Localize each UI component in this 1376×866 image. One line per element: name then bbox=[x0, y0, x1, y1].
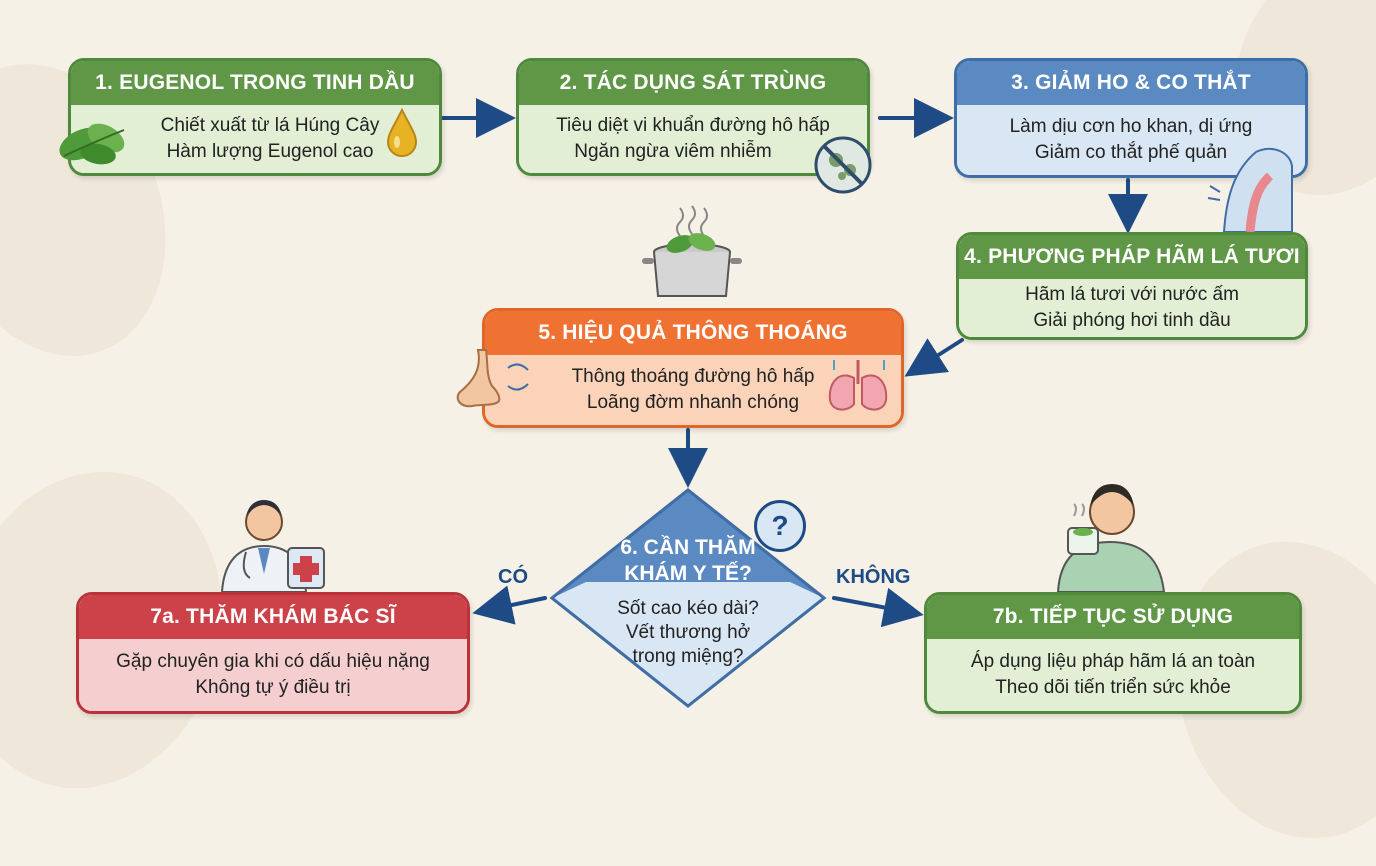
step-7a-line-2: Không tự ý điều trị bbox=[195, 677, 351, 698]
oil-drop-icon bbox=[386, 108, 418, 157]
step-4-title: 4. PHƯƠNG PHÁP HÃM LÁ TƯƠI bbox=[959, 235, 1305, 279]
step-7a-line-1: Gặp chuyên gia khi có dấu hiệu nặng bbox=[116, 651, 430, 672]
branch-yes-label: CÓ bbox=[498, 566, 528, 588]
step-7a-title: 7a. THĂM KHÁM BÁC SĨ bbox=[79, 595, 467, 639]
step-5-line-2: Loãng đờm nhanh chóng bbox=[586, 392, 800, 413]
step-2-box: 2. TÁC DỤNG SÁT TRÙNG Tiêu diệt vi khuẩn… bbox=[516, 58, 870, 176]
step-1-line-2: Hàm lượng Eugenol cao bbox=[166, 141, 374, 162]
step-5-line-1: Thông thoáng đường hô hấp bbox=[571, 366, 815, 387]
step-7a-box: 7a. THĂM KHÁM BÁC SĨ Gặp chuyên gia khi … bbox=[76, 592, 470, 714]
lungs-icon bbox=[828, 360, 888, 411]
step-1-line-1: Chiết xuất từ lá Húng Cây bbox=[160, 115, 380, 136]
branch-no-label: KHÔNG bbox=[836, 566, 911, 588]
step-2-line-2: Ngăn ngừa viêm nhiễm bbox=[574, 141, 772, 162]
step-3-title: 3. GIẢM HO & CO THẮT bbox=[957, 61, 1305, 105]
step-7b-box: 7b. TIẾP TỤC SỬ DỤNG Áp dụng liệu pháp h… bbox=[924, 592, 1302, 714]
nose-icon bbox=[456, 349, 529, 408]
arrow-6-to-7b bbox=[832, 587, 924, 628]
question-mark: ? bbox=[771, 510, 789, 541]
step-1-title: 1. EUGENOL TRONG TINH DẦU bbox=[71, 61, 439, 105]
step-3-box: 3. GIẢM HO & CO THẮT Làm dịu cơn ho khan… bbox=[954, 58, 1308, 178]
step-7b-title: 7b. TIẾP TỤC SỬ DỤNG bbox=[927, 595, 1299, 639]
question-icon: ? bbox=[754, 500, 806, 552]
arrow-4-to-5 bbox=[904, 338, 964, 377]
basil-leaves-icon bbox=[59, 123, 125, 165]
person-drinking-tea-icon bbox=[1056, 484, 1166, 592]
step-6-line-2: Vết thương hở bbox=[625, 622, 751, 643]
step-4-box: 4. PHƯƠNG PHÁP HÃM LÁ TƯƠI Hãm lá tươi v… bbox=[956, 232, 1308, 340]
throat-icon bbox=[1207, 147, 1293, 233]
step-1-box: 1. EUGENOL TRONG TINH DẦU Chiết xuất từ … bbox=[68, 58, 442, 176]
step-4-line-2: Giải phóng hơi tinh dầu bbox=[1033, 310, 1231, 331]
step-6-line-3: trong miệng? bbox=[632, 646, 744, 667]
step-3-line-1: Làm dịu cơn ho khan, dị ứng bbox=[1009, 116, 1253, 137]
step-3-line-2: Giảm co thắt phế quản bbox=[1034, 142, 1228, 163]
step-7b-line-2: Theo dõi tiến triển sức khỏe bbox=[995, 677, 1231, 698]
flow-arrows bbox=[441, 98, 1148, 628]
no-bacteria-icon bbox=[814, 136, 872, 194]
step-7b-line-1: Áp dụng liệu pháp hãm lá an toàn bbox=[970, 651, 1256, 672]
step-6-line-1: Sốt cao kéo dài? bbox=[617, 598, 759, 619]
step-2-title: 2. TÁC DỤNG SÁT TRÙNG bbox=[519, 61, 867, 105]
step-6-title-1: 6. CẦN THĂM bbox=[620, 536, 756, 559]
step-6-decision: 6. CẦN THĂM KHÁM Y TẾ? Sốt cao kéo dài? … bbox=[548, 486, 828, 710]
step-4-line-1: Hãm lá tươi với nước ấm bbox=[1025, 284, 1239, 305]
doctor-icon bbox=[220, 500, 325, 592]
step-5-title: 5. HIỆU QUẢ THÔNG THOÁNG bbox=[485, 311, 901, 355]
arrow-6-to-7a bbox=[472, 585, 547, 625]
step-2-line-1: Tiêu diệt vi khuẩn đường hô hấp bbox=[556, 115, 830, 136]
steaming-pot-icon bbox=[642, 205, 742, 297]
step-6-title-2: KHÁM Y TẾ? bbox=[624, 562, 752, 585]
